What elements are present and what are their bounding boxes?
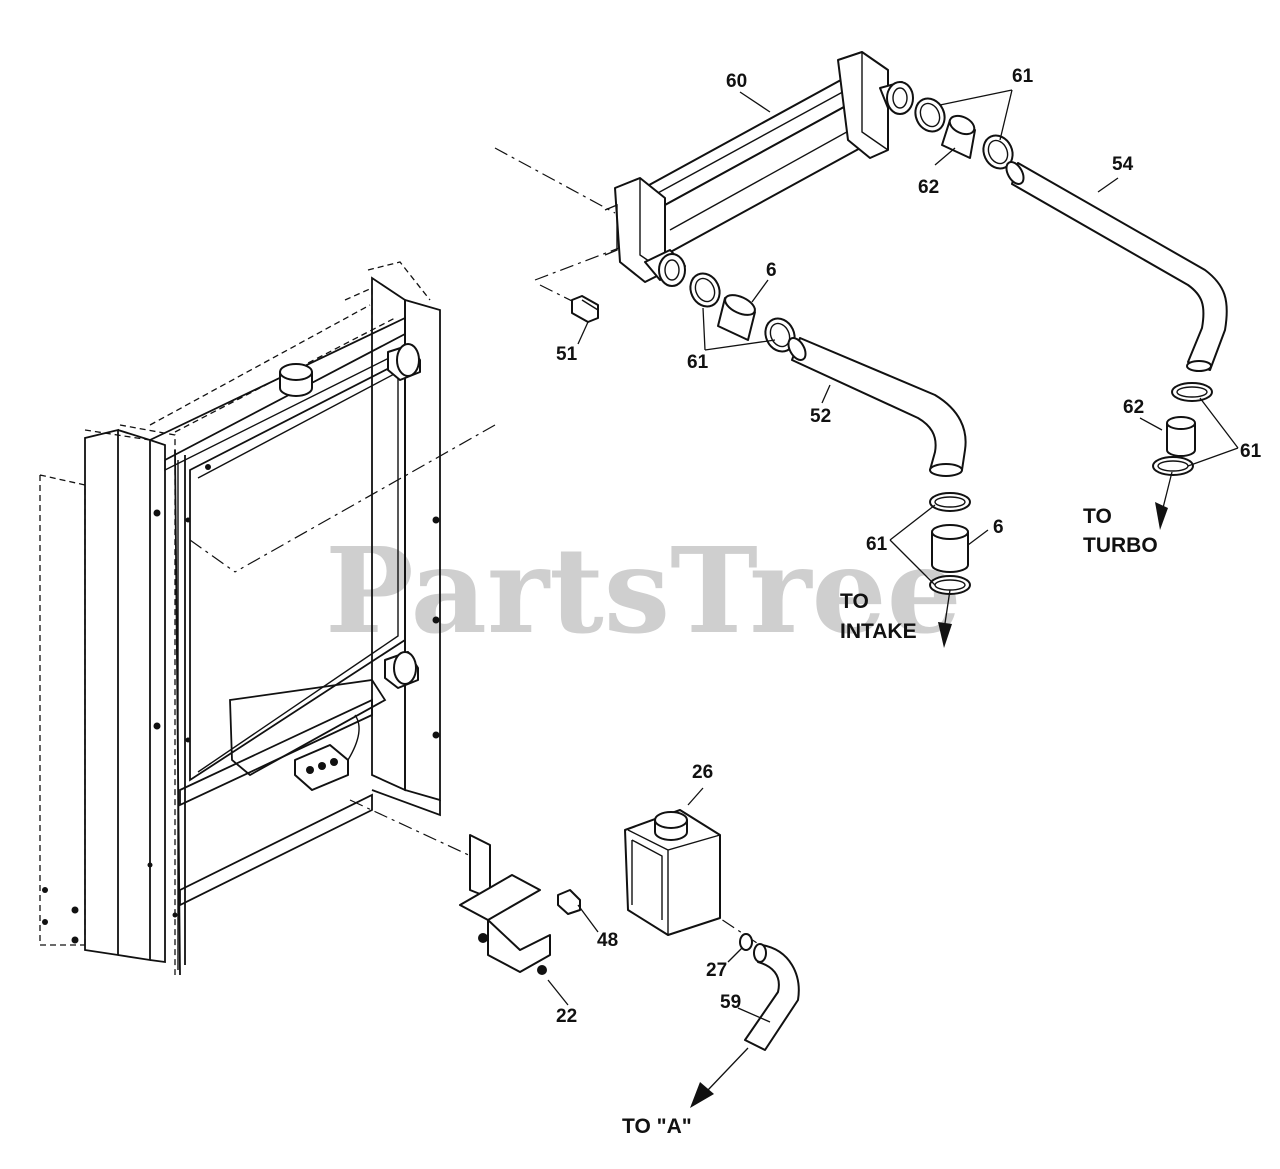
callout-51: 51 [556, 344, 578, 365]
callout-62-right: 62 [1123, 397, 1144, 418]
callout-6-low: 6 [993, 517, 1004, 538]
clamp-right-1 [1171, 382, 1213, 402]
bracket-22 [459, 834, 551, 975]
callout-48: 48 [597, 930, 618, 951]
hose-52 [787, 337, 967, 477]
hose-clamps [689, 97, 1213, 595]
to-turbo-line1: TO [1083, 505, 1112, 528]
coolant-tank-26 [624, 809, 721, 936]
frame-bolt-holes [42, 464, 440, 944]
callout-26: 26 [692, 762, 713, 783]
callout-61-right: 61 [1240, 441, 1262, 462]
watermark: PartsTree TM [325, 521, 962, 660]
callout-27: 27 [706, 960, 727, 981]
watermark-text: PartsTree [325, 521, 962, 660]
coupler-right-62 [1166, 416, 1196, 457]
to-intake-line2: INTAKE [840, 620, 917, 643]
clamp-right-2 [1152, 456, 1194, 476]
drain-valve-block [294, 714, 360, 791]
callout-59: 59 [720, 992, 741, 1013]
clamp-mid-2 [764, 317, 796, 353]
callout-22: 22 [556, 1006, 577, 1027]
clamp-top-1 [914, 97, 946, 133]
radiator-frame-assembly [39, 261, 441, 976]
callout-61-low: 61 [866, 534, 888, 555]
destination-labels: TO TURBO TO INTAKE TO "A" [622, 505, 1158, 1138]
coupler-top-62 [941, 114, 976, 159]
to-turbo-line2: TURBO [1083, 534, 1158, 557]
clamp-low-1 [929, 492, 971, 512]
watermark-trademark: TM [905, 623, 921, 635]
coupler-low-6 [931, 524, 969, 573]
hose-couplers [717, 114, 1196, 573]
callout-54: 54 [1112, 154, 1134, 175]
callout-52: 52 [810, 406, 831, 427]
bolt-51 [571, 295, 599, 323]
callout-62-top: 62 [918, 177, 939, 198]
callout-6-mid: 6 [766, 260, 777, 281]
callout-leaders [547, 89, 1239, 1023]
charge-air-cooler [604, 51, 914, 287]
radiator-upper-outlet [387, 343, 421, 381]
coupler-mid-6 [717, 294, 756, 341]
fitting-27 [739, 933, 753, 951]
to-intake-line1: TO [840, 590, 869, 613]
clamp-mid-1 [689, 272, 721, 308]
radiator-lower-outlet [384, 651, 419, 689]
hose-54 [1005, 161, 1228, 372]
callout-61-mid: 61 [687, 352, 709, 373]
callout-61-top: 61 [1012, 66, 1034, 87]
flow-arrows [690, 471, 1173, 1108]
clamp-top-2 [982, 134, 1014, 170]
radiator-cap [279, 363, 313, 397]
screw-48 [557, 889, 581, 915]
hose-59 [744, 943, 800, 1051]
to-a-label: TO "A" [622, 1115, 692, 1138]
callout-labels: 60 61 62 54 6 51 61 52 62 61 61 6 26 48 … [556, 66, 1262, 1027]
callout-60: 60 [726, 71, 747, 92]
